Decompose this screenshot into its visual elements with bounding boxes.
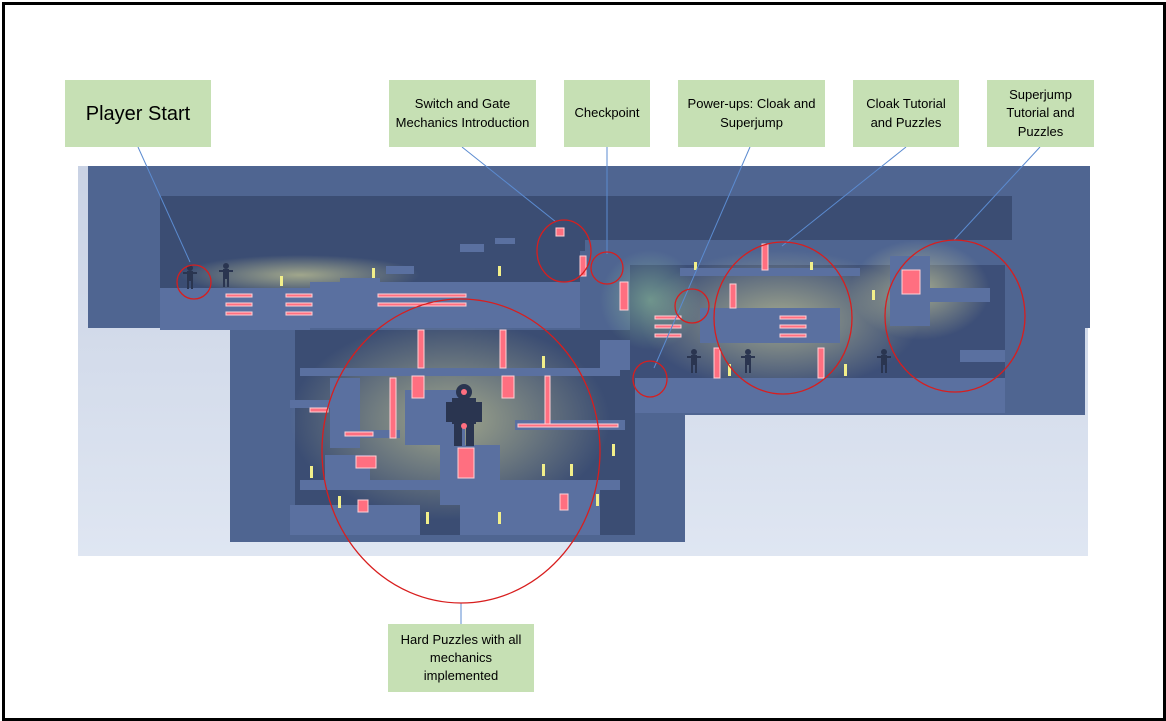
robot-eye	[461, 389, 467, 395]
laser-gates	[225, 227, 921, 513]
characters	[183, 263, 891, 446]
label-powerups: Power-ups: Cloak and Superjump	[678, 80, 825, 147]
character-figure	[741, 349, 755, 373]
character-figure	[877, 349, 891, 373]
highlight-circle-checkpoint	[590, 251, 624, 285]
lamp-posts	[280, 262, 875, 524]
highlight-circle-cloak-tutorial	[713, 241, 853, 395]
glow-area	[600, 250, 700, 350]
highlight-circle-player-start	[176, 264, 212, 300]
highlight-circle-switch-gate	[536, 219, 592, 283]
label-switch-gate: Switch and Gate Mechanics Introduction	[389, 80, 536, 147]
label-checkpoint: Checkpoint	[564, 80, 650, 147]
leader-lines	[137, 146, 1041, 624]
highlight-circle-hard-puzzles	[321, 298, 601, 604]
highlight-circle-superjump-tutorial	[884, 239, 1026, 393]
highlight-circles	[176, 219, 1026, 604]
label-hard-puzzles: Hard Puzzles with all mechanics implemen…	[388, 624, 534, 692]
character-figure	[219, 263, 233, 287]
robot-boss-figure	[446, 384, 482, 446]
highlight-circle-powerup-cloak	[674, 288, 710, 324]
label-superjump-tutorial: Superjump Tutorial and Puzzles	[987, 80, 1094, 147]
character-figure	[687, 349, 701, 373]
label-player-start: Player Start	[65, 80, 211, 147]
label-cloak-tutorial: Cloak Tutorial and Puzzles	[853, 80, 959, 147]
platforms	[160, 238, 1005, 535]
highlight-circle-powerup-superjump	[632, 360, 668, 398]
robot-core	[461, 423, 467, 429]
